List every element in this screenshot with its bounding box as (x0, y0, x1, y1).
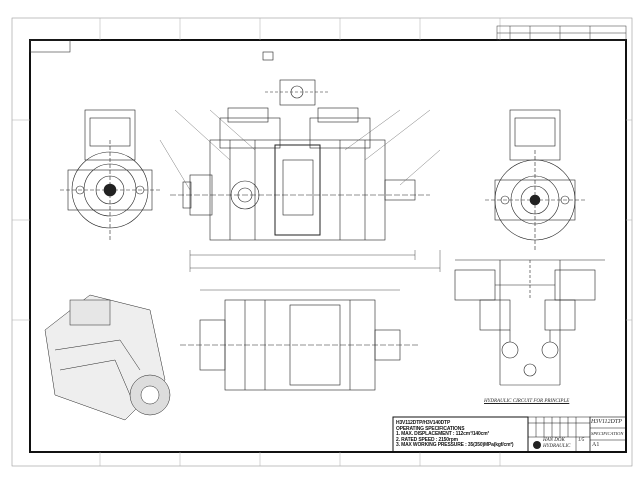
company-name: HAN DOK HYDRAULIC (543, 438, 571, 449)
hydraulic-circuit (454, 259, 605, 386)
main-front-view (170, 107, 441, 272)
drawing-name: H3V112DTP (591, 419, 622, 425)
zone-ticks (12, 18, 632, 466)
drawing-type: SPECIFICATION (591, 431, 624, 436)
leader-lines (159, 109, 441, 191)
model-name: H3V112DTP/H3V140DTP (396, 420, 451, 426)
revision-table (496, 25, 627, 41)
spec-line: 2. RATED SPEED : 2150rpm (396, 436, 458, 443)
port-detail-view (262, 51, 330, 106)
circuit-caption: HYDRAULIC CIRCUIT FOR PRINCIPLE (484, 399, 570, 404)
isometric-view (44, 294, 171, 421)
right-end-view (485, 109, 585, 250)
inner-border (29, 39, 627, 453)
operating-specifications: H3V112DTP/H3V140DTP OPERATING SPECIFICAT… (396, 420, 514, 449)
left-end-view (60, 109, 160, 240)
sheet-size: A1 (592, 442, 600, 448)
spec-line: 3. MAX WORKING PRESSURE : 35(350)MPa(kgf… (396, 442, 514, 449)
spec-line: 1. MAX. DISPLACEMENT : 112cm³/140cm³ (396, 431, 490, 438)
title-block (589, 416, 627, 453)
sheet-label-box (29, 39, 71, 53)
company-logo-icon (533, 441, 541, 449)
bottom-plan-view (180, 289, 420, 391)
approval-table (527, 416, 591, 453)
outer-frame (11, 17, 633, 467)
spec-heading: OPERATING SPECIFICATIONS (396, 425, 465, 432)
scale: 1/5 (578, 438, 585, 443)
